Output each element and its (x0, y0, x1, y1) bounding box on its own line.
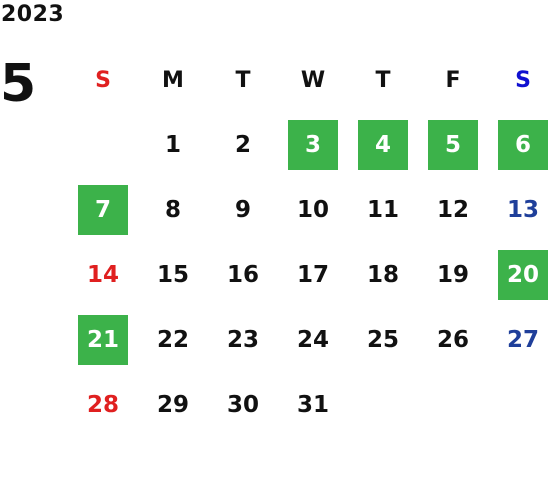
day-number: 30 (226, 391, 259, 418)
day-cell: 25 (348, 307, 418, 372)
weekday-header-sunday: S (95, 67, 111, 93)
month-number: 5 (0, 54, 37, 114)
day-cell: 19 (418, 242, 488, 307)
holiday-day-number: 3 (288, 119, 338, 170)
day-cell: 23 (208, 307, 278, 372)
day-number: 10 (296, 196, 329, 223)
weekday-header-monday: M (162, 67, 184, 93)
day-number (358, 380, 408, 430)
weekday-header-saturday: S (515, 67, 531, 93)
holiday-day-number: 5 (428, 119, 478, 170)
day-number: 31 (296, 391, 329, 418)
day-number: 17 (296, 261, 329, 288)
day-cell: 10 (278, 177, 348, 242)
day-cell: 29 (138, 372, 208, 437)
day-cell (418, 372, 488, 437)
day-number: 29 (156, 391, 189, 418)
day-cell: 21 (68, 307, 138, 372)
day-number: 26 (436, 326, 469, 353)
day-number: 16 (226, 261, 259, 288)
weekday-header-tuesday: T (235, 67, 251, 93)
day-number (428, 380, 478, 430)
day-cell (348, 372, 418, 437)
day-number (498, 380, 548, 430)
weekday-header-thursday: T (375, 67, 391, 93)
day-cell: 28 (68, 372, 138, 437)
holiday-day-number: 7 (78, 184, 128, 235)
day-cell: 15 (138, 242, 208, 307)
day-cell: 16 (208, 242, 278, 307)
day-cell: 5 (418, 112, 488, 177)
day-cell (68, 112, 138, 177)
day-cell: 30 (208, 372, 278, 437)
day-number: 1 (164, 131, 181, 158)
day-cell: 2 (208, 112, 278, 177)
day-cell: 22 (138, 307, 208, 372)
day-cell (488, 372, 548, 437)
day-cell: 8 (138, 177, 208, 242)
weekday-header-friday: F (445, 67, 461, 93)
holiday-day-number: 21 (78, 314, 128, 365)
day-number: 18 (366, 261, 399, 288)
day-cell: 1 (138, 112, 208, 177)
day-cell: 11 (348, 177, 418, 242)
day-number: 14 (86, 261, 119, 288)
holiday-day-number: 6 (498, 119, 548, 170)
day-cell: 18 (348, 242, 418, 307)
day-number: 23 (226, 326, 259, 353)
day-number: 28 (86, 391, 119, 418)
day-cell: 20 (488, 242, 548, 307)
day-number: 13 (506, 196, 539, 223)
day-number: 22 (156, 326, 189, 353)
day-number: 15 (156, 261, 189, 288)
day-cell: 13 (488, 177, 548, 242)
day-cell: 17 (278, 242, 348, 307)
day-cell: 7 (68, 177, 138, 242)
day-number: 24 (296, 326, 329, 353)
day-number: 11 (366, 196, 399, 223)
day-cell: 4 (348, 112, 418, 177)
day-cell: 31 (278, 372, 348, 437)
day-cell: 24 (278, 307, 348, 372)
day-cell: 27 (488, 307, 548, 372)
day-number: 2 (234, 131, 251, 158)
day-cell: 6 (488, 112, 548, 177)
holiday-day-number: 20 (498, 249, 548, 300)
year-label: 2023 (1, 2, 65, 27)
day-cell: 12 (418, 177, 488, 242)
day-cell: 14 (68, 242, 138, 307)
day-number: 25 (366, 326, 399, 353)
day-number (78, 120, 128, 170)
day-cell: 26 (418, 307, 488, 372)
day-number: 19 (436, 261, 469, 288)
day-number: 8 (164, 196, 181, 223)
day-number: 12 (436, 196, 469, 223)
weekday-header-wednesday: W (300, 67, 326, 93)
day-number: 9 (234, 196, 251, 223)
holiday-day-number: 4 (358, 119, 408, 170)
day-number: 27 (506, 326, 539, 353)
day-cell: 9 (208, 177, 278, 242)
day-cell: 3 (278, 112, 348, 177)
